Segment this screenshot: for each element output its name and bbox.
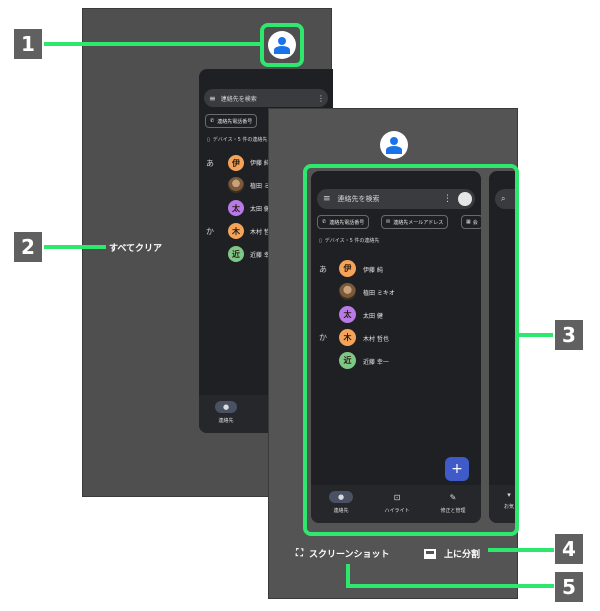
more-icon[interactable]: ⋮ xyxy=(443,194,452,204)
contact-name[interactable]: 近藤 幸 xyxy=(250,252,270,259)
callout-line-4 xyxy=(488,548,554,552)
device-line-text: デバイス・5 件の連絡先 xyxy=(212,137,268,143)
nav-label: お気 xyxy=(503,504,514,510)
phone-icon: ✆ xyxy=(322,219,327,225)
device-line: ▯デバイス・5 件の連絡先 xyxy=(207,136,267,143)
section-initial: あ xyxy=(206,159,214,168)
nav-contacts[interactable]: ● 連絡先 xyxy=(209,401,243,424)
chip-label: 会 xyxy=(472,219,478,226)
callout-highlight-3 xyxy=(303,164,519,536)
chip-company[interactable]: ▦ 会 xyxy=(461,215,481,229)
contact-avatar[interactable]: 木 xyxy=(228,223,244,239)
contact-name[interactable]: 伊藤 純 xyxy=(250,160,270,167)
nav-highlights[interactable]: ⊡ ハイライト xyxy=(377,491,417,515)
device-icon: ▯ xyxy=(207,137,210,143)
chip-phone[interactable]: ✆ 連絡先電話番号 xyxy=(205,114,258,128)
chip-phone[interactable]: ✆ 連絡先電話番号 xyxy=(317,215,370,229)
bottom-nav: ▾ お気 xyxy=(489,485,519,523)
contact-name[interactable]: 近藤 幸一 xyxy=(363,359,389,366)
nav-contacts[interactable]: ● 連絡先 xyxy=(323,491,359,514)
screenshot-button[interactable]: ⛶ スクリーンショット xyxy=(296,547,390,560)
callout-number-1: 1 xyxy=(14,29,42,59)
contact-avatar[interactable]: 木 xyxy=(339,329,356,346)
contact-avatar-photo[interactable] xyxy=(228,177,244,193)
nav-favorites[interactable]: ▾ お気 xyxy=(499,491,519,510)
search-bar[interactable]: ⌕ xyxy=(495,189,519,209)
contact-avatar[interactable]: 太 xyxy=(339,306,356,323)
callout-highlight-1 xyxy=(260,23,304,67)
recent-app-panel-main[interactable]: ≡ 連絡先を検索 ⋮ ✆ 連絡先電話番号 ✉ 連絡先メールアドレス ▦ 会 ▯デ… xyxy=(268,108,519,599)
chip-email[interactable]: ✉ 連絡先メールアドレス xyxy=(381,215,449,229)
nav-label: 修正と管理 xyxy=(440,508,466,514)
app-icon-avatar-left[interactable] xyxy=(268,31,296,59)
highlight-icon: ⊡ xyxy=(393,492,401,502)
contact-name[interactable]: 木村 哲也 xyxy=(363,336,389,343)
callout-number-2: 2 xyxy=(14,232,42,262)
search-placeholder: 連絡先を検索 xyxy=(220,95,257,103)
search-bar[interactable]: ≡ 連絡先を検索 ⋮ xyxy=(317,189,475,209)
contact-avatar-photo[interactable] xyxy=(339,283,356,300)
nav-fix-manage[interactable]: ✎ 修正と管理 xyxy=(433,491,473,515)
bottom-nav: ● 連絡先 ⊡ ハイライト ✎ 修正と管理 xyxy=(311,485,481,523)
callout-line-2 xyxy=(44,245,106,249)
contact-avatar[interactable]: 近 xyxy=(228,246,244,262)
contact-name[interactable]: 伊藤 純 xyxy=(363,267,383,274)
wrench-icon: ✎ xyxy=(449,492,457,502)
section-initial: か xyxy=(319,333,327,342)
search-placeholder: 連絡先を検索 xyxy=(337,195,380,203)
clear-all-button[interactable]: すべてクリア xyxy=(109,244,163,254)
callout-line-3 xyxy=(519,333,553,337)
nav-label: 連絡先 xyxy=(218,418,234,424)
profile-icon[interactable] xyxy=(458,192,472,206)
contacts-app-card[interactable]: ≡ 連絡先を検索 ⋮ ✆ 連絡先電話番号 ✉ 連絡先メールアドレス ▦ 会 ▯デ… xyxy=(311,171,481,523)
callout-number-5: 5 xyxy=(555,572,583,602)
menu-icon: ≡ xyxy=(209,93,216,103)
nav-label: 連絡先 xyxy=(333,508,349,514)
add-contact-button[interactable]: + xyxy=(445,457,469,481)
contact-name[interactable]: 木村 哲 xyxy=(250,229,270,236)
contact-name[interactable]: 太田 健 xyxy=(250,206,270,213)
plus-icon: + xyxy=(451,461,463,477)
contact-avatar[interactable]: 伊 xyxy=(228,155,244,171)
callout-number-3: 3 xyxy=(555,320,583,350)
screenshot-icon: ⛶ xyxy=(296,548,303,559)
menu-icon: ≡ xyxy=(323,194,331,204)
contact-avatar[interactable]: 伊 xyxy=(339,260,356,277)
device-icon: ▯ xyxy=(319,238,322,244)
chip-label: 連絡先電話番号 xyxy=(217,118,253,125)
callout-line-5-h xyxy=(346,584,554,588)
phone-icon: ✆ xyxy=(210,118,215,124)
company-icon: ▦ xyxy=(466,219,471,225)
email-icon: ✉ xyxy=(386,219,391,225)
contacts-app-card-next[interactable]: ⌕ ▾ お気 xyxy=(489,171,519,523)
device-line: ▯デバイス・5 件の連絡先 xyxy=(319,237,379,244)
callout-line-5-v xyxy=(346,564,350,588)
search-bar[interactable]: ≡ 連絡先を検索 ⋮ xyxy=(204,89,328,107)
contact-name[interactable]: 太田 健 xyxy=(363,313,383,320)
device-line-text: デバイス・5 件の連絡先 xyxy=(324,238,380,244)
chip-label: 連絡先メールアドレス xyxy=(393,219,444,226)
section-initial: か xyxy=(206,227,214,236)
callout-line-1 xyxy=(44,42,260,46)
app-icon-avatar[interactable] xyxy=(380,131,408,159)
person-icon: ● xyxy=(329,491,353,503)
contact-avatar[interactable]: 近 xyxy=(339,352,356,369)
chip-label: 連絡先電話番号 xyxy=(329,219,365,226)
screenshot-label: スクリーンショット xyxy=(309,550,390,560)
contact-name[interactable]: 植田 ミキオ xyxy=(363,290,395,297)
contact-avatar[interactable]: 太 xyxy=(228,200,244,216)
favorite-icon: ▾ xyxy=(507,491,511,499)
split-screen-icon xyxy=(424,548,436,559)
split-label: 上に分割 xyxy=(444,550,481,560)
nav-label: ハイライト xyxy=(384,508,410,514)
contact-name[interactable]: 植田 ミ xyxy=(250,183,270,190)
person-icon: ● xyxy=(215,401,237,413)
more-icon[interactable]: ⋮ xyxy=(317,93,325,103)
search-icon: ⌕ xyxy=(501,194,506,203)
callout-number-4: 4 xyxy=(555,534,583,564)
section-initial: あ xyxy=(319,265,327,274)
split-top-button[interactable]: 上に分割 xyxy=(424,547,480,560)
